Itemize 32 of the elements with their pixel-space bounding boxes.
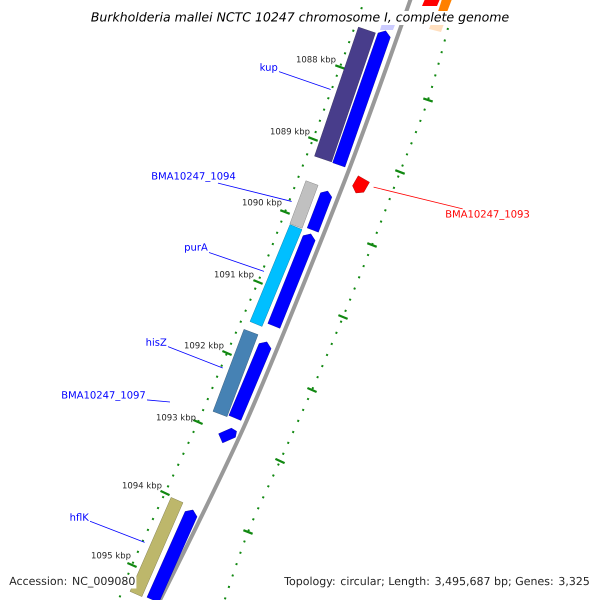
scale-label: 1089 kbp — [270, 128, 310, 136]
leader-line — [373, 186, 464, 210]
scale-label: 1094 kbp — [122, 482, 162, 490]
title: Burkholderia mallei NCTC 10247 chromosome I, complete genome — [90, 10, 510, 26]
gene-label: BMA10247_1097 — [62, 391, 145, 401]
scale-label: 1088 kbp — [296, 56, 336, 64]
gene-label: hisZ — [146, 338, 166, 346]
topology-text: Topology: circular; Length: 3,495,687 bp; Genes: 3,325 — [283, 576, 591, 588]
gene-block — [352, 176, 370, 194]
leader-line — [278, 71, 332, 90]
gene-label: hflK — [70, 513, 90, 521]
scale-label: 1092 kbp — [184, 342, 224, 350]
gene-block — [306, 190, 332, 232]
scale-label: 1095 kbp — [92, 552, 131, 560]
gene-label: BMA10247_1093 — [446, 210, 529, 220]
scale-label: 1091 kbp — [214, 270, 254, 280]
accession-text: Accession: NC_009080 — [8, 576, 136, 588]
leader-line — [168, 346, 224, 368]
gene-label: BMA10247_1094 — [152, 172, 236, 182]
gene-label: purA — [185, 243, 208, 253]
leader-line — [90, 520, 146, 543]
leader-line — [208, 252, 264, 272]
gene-label: kup — [260, 63, 278, 73]
gene-block — [228, 342, 272, 421]
gene-bar — [290, 180, 318, 228]
gene-block — [218, 428, 237, 444]
leader-line — [146, 400, 170, 402]
scale-label: 1093 kbp — [156, 414, 196, 422]
gene-block — [268, 234, 316, 329]
leader-line — [218, 182, 292, 202]
gene-block — [146, 510, 198, 600]
scale-label: 1090 kbp — [242, 198, 282, 208]
